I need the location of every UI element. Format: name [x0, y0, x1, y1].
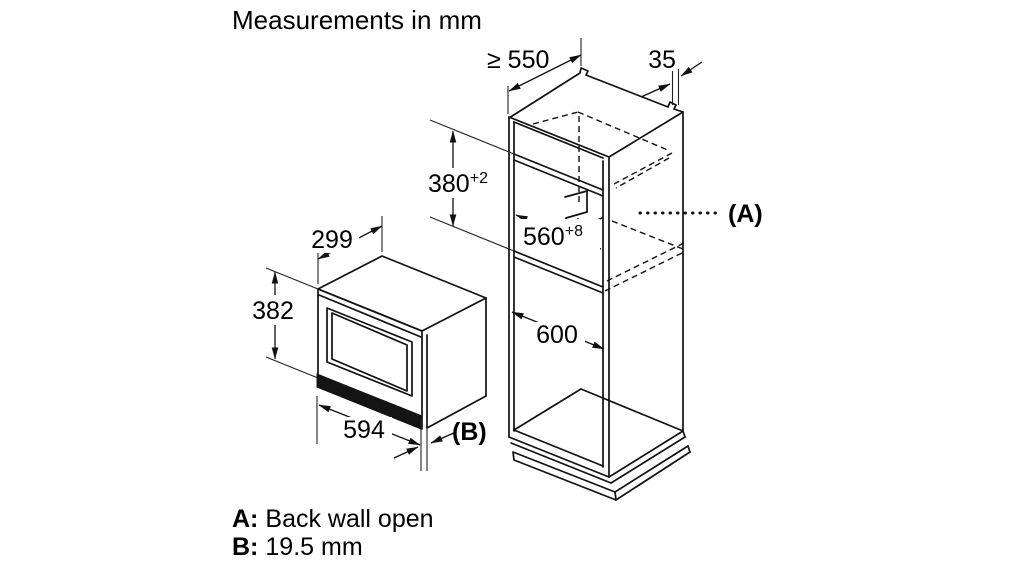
- page-title: Measurements in mm: [232, 5, 482, 35]
- reference-a-label: (A): [728, 200, 763, 228]
- legend: A:Back wall open B:19.5 mm: [232, 505, 434, 561]
- dim-cabinet-depth-label: ≥ 550: [487, 46, 549, 74]
- cabinet-drawing: [508, 67, 691, 501]
- dim-niche-height-label: 380+2: [428, 170, 488, 198]
- dim-side-panel-label: 35: [648, 46, 676, 74]
- label-backgrounds: [246, 168, 600, 443]
- reference-b-label: (B): [452, 418, 487, 446]
- dim-niche-width-label: 560+8: [523, 223, 583, 251]
- open-back-hidden-edges: [532, 111, 685, 292]
- door-window: [326, 307, 413, 397]
- dim-appliance-depth-label: 299: [311, 226, 353, 254]
- dim-appliance-height-label: 382: [252, 297, 294, 325]
- microwave-drawing: [316, 255, 487, 430]
- dim-appliance-width-label: 594: [343, 416, 385, 444]
- legend-line-b: B:19.5 mm: [232, 533, 363, 561]
- dim-lower-niche-label: 600: [536, 321, 578, 349]
- cabinet-plinth: [512, 445, 691, 501]
- legend-line-a: A:Back wall open: [232, 505, 434, 533]
- dimension-lines: [265, 38, 724, 471]
